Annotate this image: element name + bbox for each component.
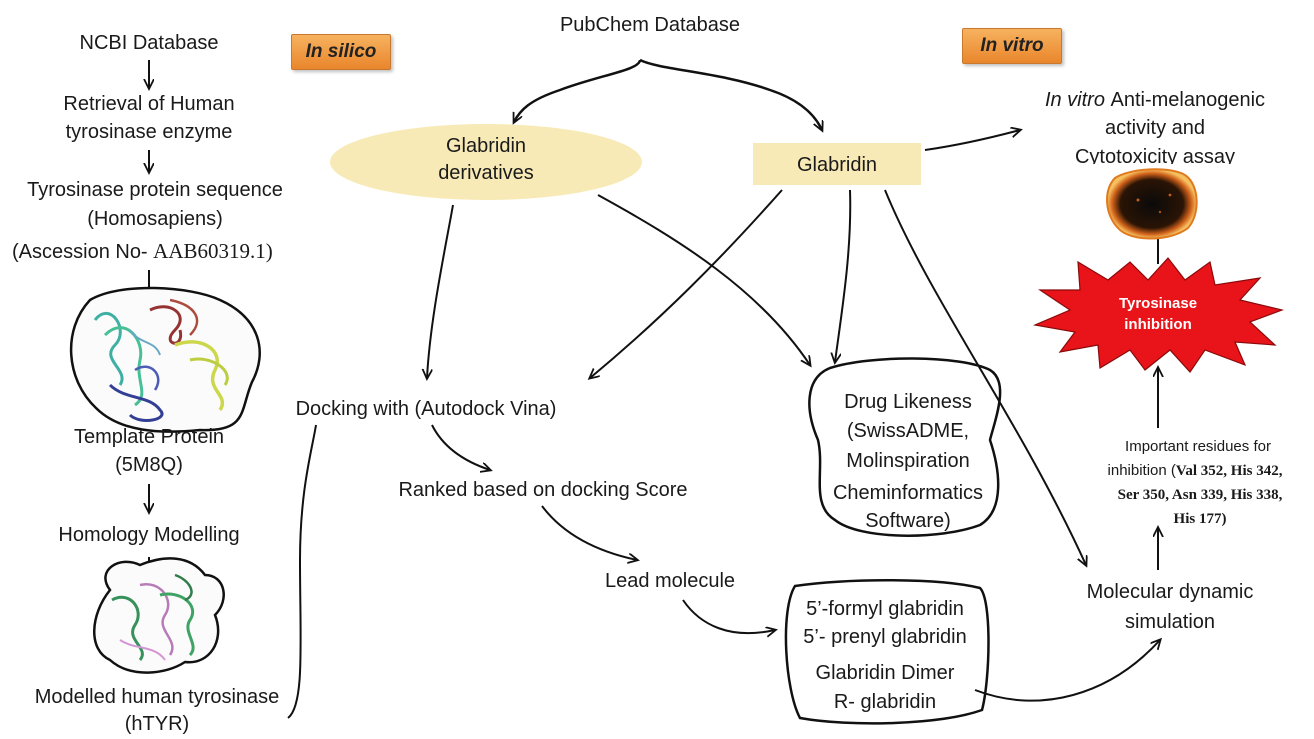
tyrosinase-line1: Tyrosinase <box>1118 295 1198 312</box>
invitro-line1-rest: Anti-melanogenic <box>1110 89 1266 111</box>
sequence-line2: (Homosapiens) <box>87 208 223 230</box>
druglikeness-line: Software) <box>865 510 951 532</box>
arrow-glabridin-docking <box>590 189 783 378</box>
druglikeness-line: Drug Likeness <box>844 391 972 413</box>
in-silico-tag: In silico <box>291 34 391 70</box>
in-vitro-tag: In vitro <box>962 28 1062 64</box>
druglikeness-line: (SwissADME, <box>846 420 970 442</box>
tyrosinase-star <box>1032 257 1285 373</box>
glabridin-highlight <box>753 143 921 185</box>
template-protein-image <box>69 286 261 433</box>
glabridin: Glabridin <box>796 154 878 176</box>
arrow-pubchem-split <box>514 59 642 122</box>
residues-line2-prefix: inhibition ( <box>1107 462 1176 479</box>
leads-box <box>784 579 990 725</box>
template-line1: Template Protein <box>73 426 225 448</box>
lead-item: R- glabridin <box>833 691 937 713</box>
residues-line2: inhibition (Val 352, His 342, <box>1076 460 1314 482</box>
derivatives-line1: Glabridin <box>445 135 527 157</box>
cell-image <box>1106 168 1198 240</box>
arrow-derivatives-druglikeness <box>597 194 810 365</box>
ncbi-database: NCBI Database <box>79 32 219 54</box>
tyrosinase-line2: inhibition <box>1124 316 1192 333</box>
druglikeness-line: Molinspiration <box>846 450 970 472</box>
druglikeness-line: Cheminformatics <box>832 482 984 504</box>
derivatives-line2: derivatives <box>438 162 534 184</box>
arrow-glabridin-druglikeness <box>835 189 852 362</box>
invitro-line2: activity and <box>1104 117 1206 139</box>
druglikeness-blob <box>808 357 1002 537</box>
residues-line2-bold: Val 352, His 342, <box>1175 463 1283 479</box>
arrow-leadsbox-md <box>974 640 1160 702</box>
accession: (Ascession No- AAB60319.1) <box>12 238 273 266</box>
accession-prefix: (Ascession No- <box>12 241 148 263</box>
pubchem-database: PubChem Database <box>559 14 741 36</box>
derivatives-highlight <box>330 124 642 200</box>
arrow-glabridin-invitro <box>924 130 1020 151</box>
arrow-derivatives-docking <box>427 204 454 378</box>
residues-line4: His 177) <box>1100 508 1300 530</box>
lead-molecule: Lead molecule <box>604 570 736 592</box>
arrow-ranked-lead <box>541 505 637 560</box>
retrieval-line1: Retrieval of Human <box>63 93 235 115</box>
lead-item: Glabridin Dimer <box>815 662 955 684</box>
residues-line3-bold: Ser 350, Asn 339, His 338, <box>1117 487 1283 503</box>
lead-item: 5’-formyl glabridin <box>806 598 964 620</box>
md-line2: simulation <box>1124 611 1216 633</box>
docking-label: Docking with (Autodock Vina) <box>295 398 557 420</box>
sequence-line1: Tyrosinase protein sequence <box>27 179 283 201</box>
arrow-modelled-docking <box>287 424 317 719</box>
modelled-line2: (hTYR) <box>124 713 190 735</box>
lead-item: 5’- prenyl glabridin <box>803 626 967 648</box>
modelled-protein-image <box>93 557 225 674</box>
template-line2: (5M8Q) <box>115 454 183 476</box>
homology-modelling: Homology Modelling <box>58 524 240 546</box>
invitro-italic: In vitro <box>1044 89 1111 111</box>
invitro-line1: In vitro Anti-melanogenic <box>1010 87 1300 114</box>
ranked-label: Ranked based on docking Score <box>398 479 688 501</box>
arrow-docking-ranked <box>431 424 490 470</box>
residues-line4-bold: His 177) <box>1173 511 1227 527</box>
accession-number: AAB60319.1) <box>153 239 273 263</box>
retrieval-line2: tyrosinase enzyme <box>65 121 233 143</box>
arrow-lead-leadsbox <box>682 599 775 633</box>
residues-line3: Ser 350, Asn 339, His 338, <box>1086 484 1314 506</box>
residues-line1: Important residues for <box>1125 438 1271 455</box>
invitro-line3: Cytotoxicity assay <box>1074 146 1236 164</box>
modelled-line1: Modelled human tyrosinase <box>34 686 280 708</box>
md-line1: Molecular dynamic <box>1086 581 1254 603</box>
